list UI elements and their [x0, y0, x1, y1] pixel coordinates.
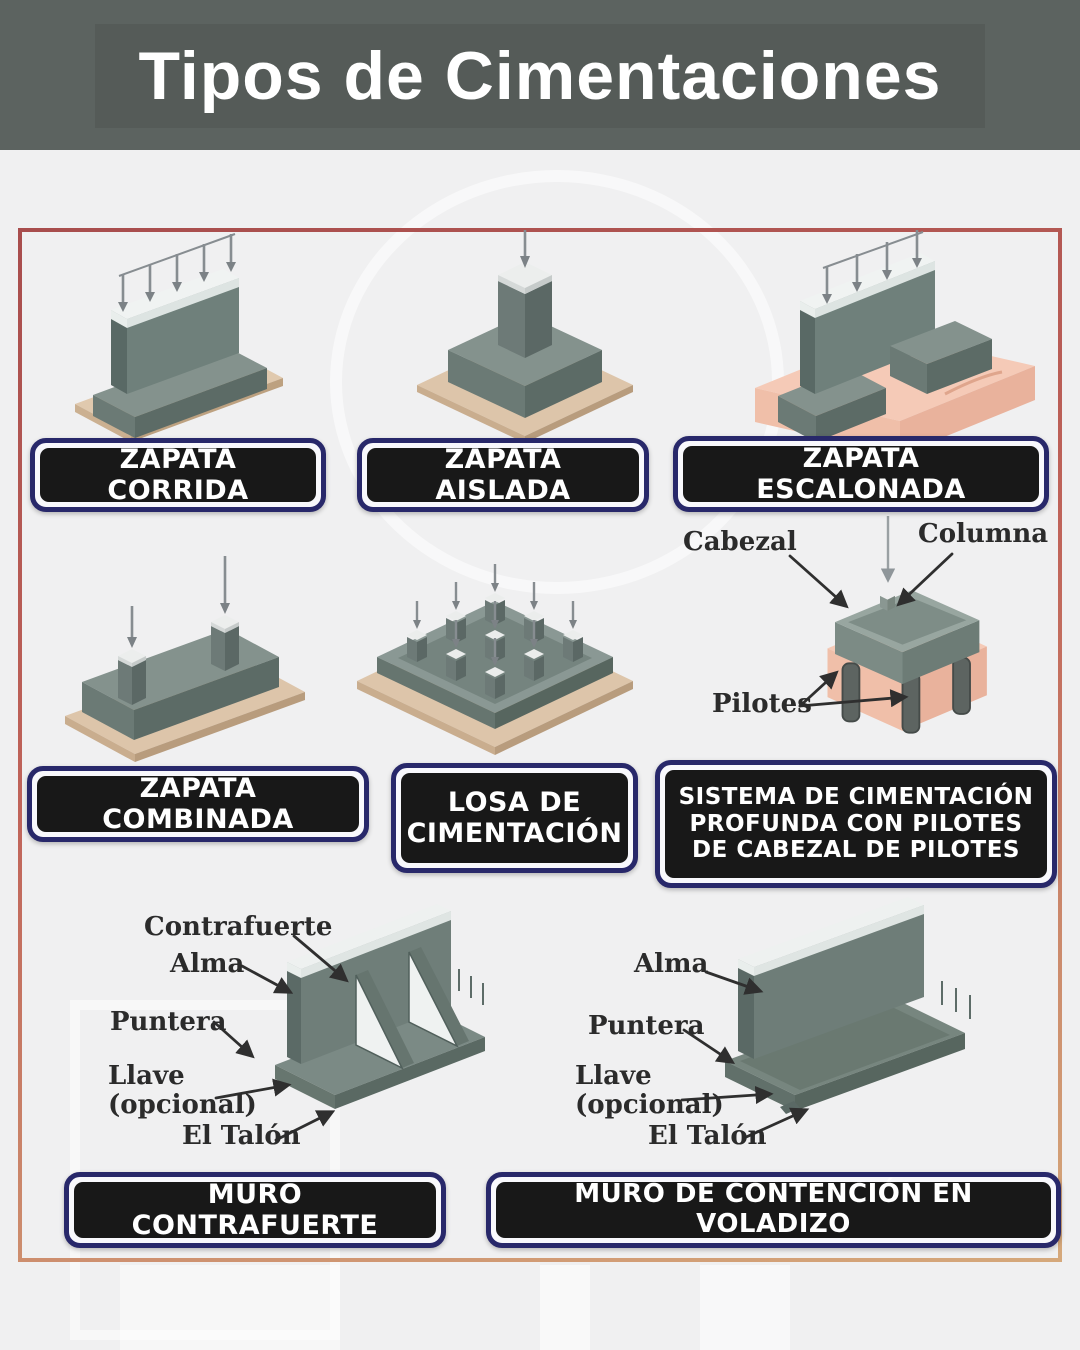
muro-voladizo-illustration: [725, 897, 971, 1114]
label-talon-left: El Talón: [182, 1121, 301, 1151]
watermark-streak: [700, 1265, 790, 1350]
losa-de-cimentacion-illustration: [357, 562, 633, 755]
page-title: Tipos de Cimentaciones: [138, 38, 942, 114]
title-box: Tipos de Cimentaciones: [95, 24, 985, 128]
plate-label: ZAPATA CORRIDA: [40, 444, 316, 506]
plate-label: ZAPATA COMBINADA: [37, 773, 359, 835]
plate-zapata-corrida: ZAPATA CORRIDA: [30, 438, 326, 512]
plate-losa-cimentacion: LOSA DE CIMENTACIÓN: [391, 763, 638, 873]
label-alma-right: Alma: [634, 949, 709, 979]
label-llave-line2: (opcional): [108, 1090, 257, 1121]
zapata-aislada-illustration: [417, 230, 633, 443]
plate-zapata-escalonada: ZAPATA ESCALONADA: [673, 436, 1049, 512]
muro-contrafuerte-illustration: [275, 904, 485, 1109]
plate-label: MURO DE CONTENCIÓN EN VOLADIZO: [496, 1179, 1051, 1239]
watermark-streak: [120, 1265, 340, 1350]
label-talon-right: El Talón: [648, 1121, 767, 1151]
label-llave-left: Llave (opcional): [108, 1061, 257, 1121]
label-llave-right: Llave (opcional): [575, 1061, 724, 1121]
plate-sistema-pilotes: SISTEMA DE CIMENTACIÓN PROFUNDA CON PILO…: [655, 760, 1057, 888]
label-puntera-left: Puntera: [110, 1007, 227, 1037]
plate-label: LOSA DE CIMENTACIÓN: [401, 773, 628, 863]
plate-label: SISTEMA DE CIMENTACIÓN PROFUNDA CON PILO…: [665, 770, 1047, 878]
label-llave-line1: Llave: [575, 1061, 652, 1091]
label-puntera-right: Puntera: [588, 1011, 705, 1041]
watermark-streak: [540, 1265, 590, 1350]
label-pilotes: Pilotes: [712, 689, 812, 719]
zapata-corrida-illustration: [75, 233, 283, 442]
plate-muro-contrafuerte: MURO CONTRAFUERTE: [64, 1172, 446, 1248]
plate-zapata-combinada: ZAPATA COMBINADA: [27, 766, 369, 842]
plate-zapata-aislada: ZAPATA AISLADA: [357, 438, 649, 512]
zapata-combinada-illustration: [65, 556, 305, 762]
label-llave-line1: Llave: [108, 1061, 185, 1091]
label-llave-line2: (opcional): [575, 1090, 724, 1121]
plate-label: ZAPATA AISLADA: [367, 444, 639, 506]
label-contrafuerte: Contrafuerte: [144, 912, 333, 942]
header-band: Tipos de Cimentaciones: [0, 0, 1080, 150]
label-columna: Columna: [918, 519, 1049, 549]
plate-muro-voladizo: MURO DE CONTENCIÓN EN VOLADIZO: [486, 1172, 1061, 1248]
label-cabezal: Cabezal: [683, 527, 797, 557]
plate-label: ZAPATA ESCALONADA: [683, 443, 1039, 505]
plate-label: MURO CONTRAFUERTE: [74, 1179, 436, 1241]
label-alma-left: Alma: [170, 949, 245, 979]
zapata-escalonada-illustration: [755, 230, 1035, 451]
pilotes-cabezal-illustration: [827, 590, 987, 734]
